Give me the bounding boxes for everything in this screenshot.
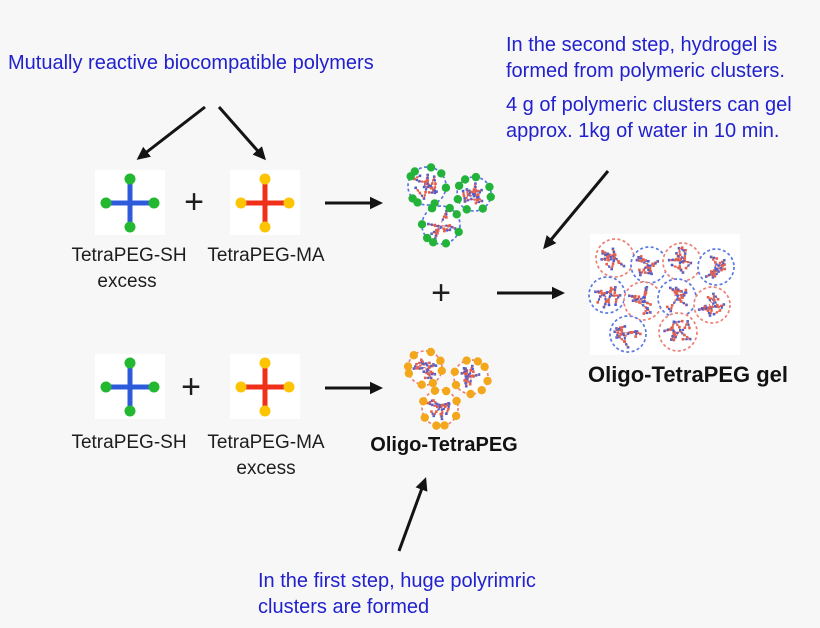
note-step2-line1: In the second step, hydrogel is	[506, 34, 778, 56]
arrow	[543, 170, 610, 250]
row1-tetrapeg-sh-label: TetraPEG-SH	[71, 245, 187, 266]
row2-tetrapeg-sh-label: TetraPEG-SH	[71, 432, 187, 453]
polymer-cluster	[406, 163, 451, 208]
tetrapeg-ma-molecule-row1	[230, 170, 300, 235]
note-step2b-line2: approx. 1kg of water in 10 min.	[506, 120, 780, 142]
combine-plus-sign: +	[431, 274, 451, 312]
polymer-cluster	[657, 278, 697, 318]
polymer-cluster	[595, 238, 635, 278]
oligo-tetrapeg-gel-clusters	[588, 238, 735, 353]
heading-mutually-reactive: Mutually reactive biocompatible polymers	[8, 52, 374, 74]
polymer-cluster	[658, 312, 698, 352]
polymer-cluster	[662, 242, 702, 282]
tetrapeg-molecules	[95, 170, 300, 419]
oligo-tetrapeg-gel-label: Oligo-TetraPEG gel	[587, 362, 789, 387]
oligo-tetrapeg-label: Oligo-TetraPEG	[370, 434, 518, 456]
polymer-cluster	[623, 281, 663, 321]
polymer-cluster	[697, 248, 735, 286]
row2-excess-label: excess	[236, 458, 296, 479]
polymer-cluster	[588, 276, 626, 314]
polymer-cluster	[609, 315, 647, 353]
polymer-cluster	[417, 203, 463, 248]
polymer-cluster	[630, 246, 668, 284]
row2-plus-sign: +	[181, 368, 201, 406]
row1-excess-label: excess	[97, 271, 157, 292]
note-step1-line1: In the first step, huge polyrimric	[258, 570, 536, 592]
polymer-cluster	[419, 386, 461, 430]
polymer-cluster	[450, 356, 492, 399]
polymer-cluster	[453, 172, 495, 214]
row1-tetrapeg-ma-label: TetraPEG-MA	[207, 245, 325, 266]
arrow	[217, 106, 266, 161]
flow-arrows	[136, 105, 610, 552]
sh-rich-clusters	[406, 163, 495, 248]
polymer-cluster	[693, 286, 731, 324]
polymer-cluster	[403, 347, 446, 389]
oligo-tetrapeg-clusters	[403, 347, 492, 430]
note-step1-line2: clusters are formed	[258, 596, 430, 618]
row2-tetrapeg-ma-label: TetraPEG-MA	[207, 432, 325, 453]
tetrapeg-ma-molecule-row2	[230, 354, 300, 419]
note-step2b-line1: 4 g of polymeric clusters can gel	[506, 94, 792, 116]
arrow	[397, 477, 428, 552]
note-step2-line2: formed from polymeric clusters.	[506, 60, 785, 82]
tetrapeg-sh-molecule-row2	[95, 354, 165, 419]
row1-plus-sign: +	[184, 183, 204, 221]
arrow	[136, 105, 206, 160]
tetrapeg-sh-molecule-row1	[95, 170, 165, 235]
